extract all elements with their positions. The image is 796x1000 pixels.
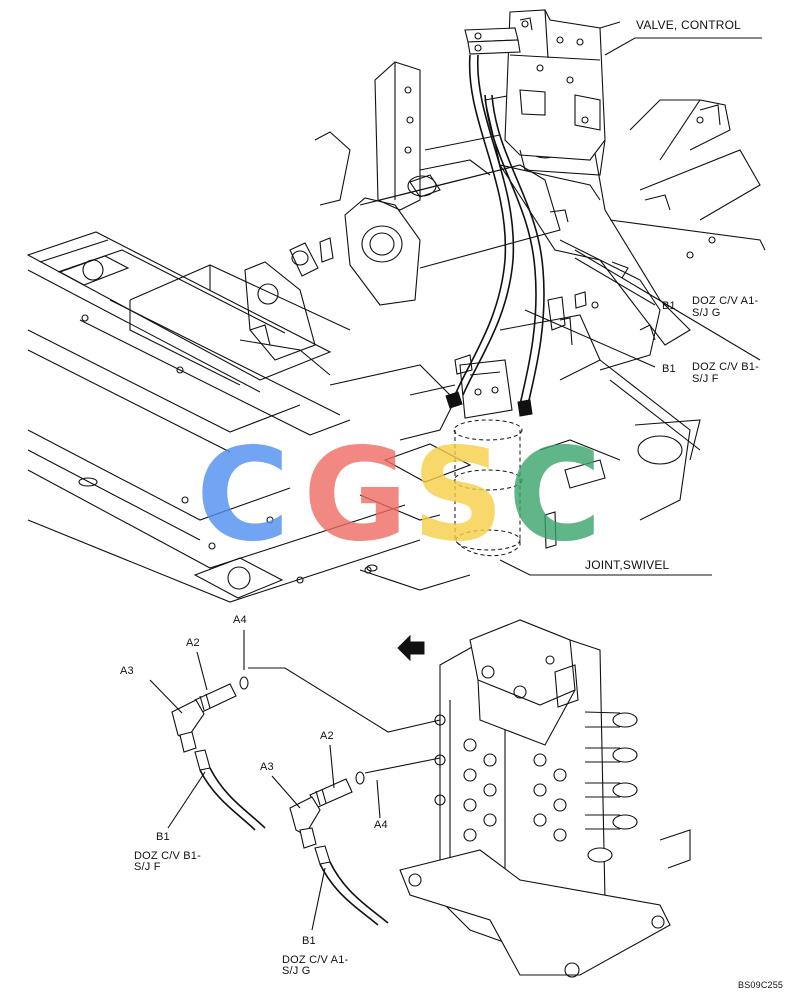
detail-connection-lines [243,630,441,819]
watermark-letter-2: G [303,421,409,570]
watermark-letter-1: C [196,421,290,570]
detail-right-fitting [271,744,389,931]
valve-control-label: VALVE, CONTROL [636,18,742,32]
left-b1-label: B1 [156,831,170,843]
hydraulic-hoses-drawing [445,54,545,417]
detail-control-valve-block [399,619,691,978]
watermark-letter-3: S [412,421,505,570]
upper-frame-drawing [26,61,766,603]
figure-code: BS09C255 [738,980,784,990]
left-a2-label: A2 [186,637,200,649]
right-b1-line1: DOZ C/V A1- [282,954,349,966]
right-a2-label: A2 [320,730,334,742]
watermark-letter-4: C [508,421,602,570]
left-b1-line2: S/J F [134,861,161,873]
upper-b1-bottom-ref: B1 [662,363,676,375]
upper-b1-top-ref: B1 [662,300,676,312]
detail-left-fitting [149,651,266,831]
left-a3-label: A3 [120,665,134,677]
left-b1-line1: DOZ C/V B1- [134,850,201,862]
right-a3-label: A3 [260,761,274,773]
right-b1-line2: S/J G [282,965,311,977]
upper-b1-top-line1: DOZ C/V A1- [692,295,759,307]
upper-b1-top-line2: S/J G [692,307,721,319]
upper-leader-lines [499,37,762,576]
left-a4-label: A4 [233,614,247,626]
upper-b1-bottom-line2: S/J F [692,373,719,385]
joint-swivel-label: JOINT,SWIVEL [585,558,670,572]
control-valve-drawing [464,9,621,176]
swivel-joint-drawing [453,359,523,557]
front-direction-arrow-icon [397,634,425,662]
right-b1-label: B1 [302,935,316,947]
right-a4-label: A4 [374,819,388,831]
upper-b1-bottom-line1: DOZ C/V B1- [692,361,759,373]
